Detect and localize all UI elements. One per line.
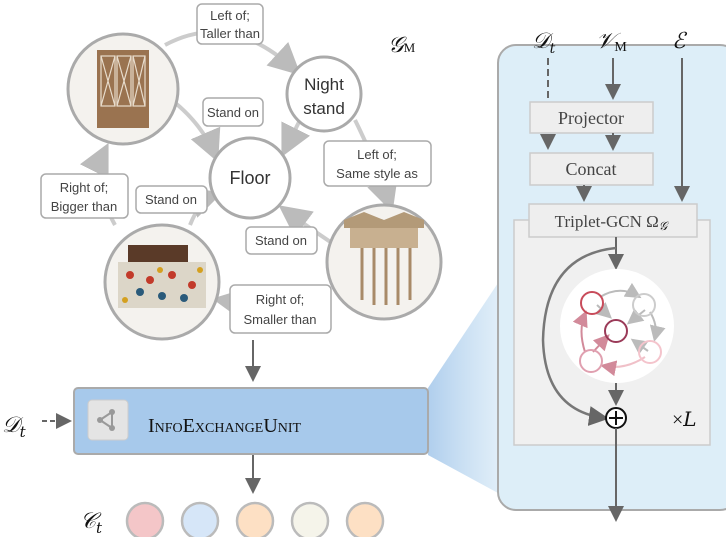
info-exchange-unit: [73, 387, 429, 455]
edge-text: Same style as: [336, 166, 418, 181]
edge-label: Left of; Taller than: [196, 3, 264, 45]
edge-label: Stand on: [202, 97, 264, 127]
output-node: [125, 501, 165, 537]
add-icon: [605, 407, 627, 429]
night-stand-node: Night stand: [285, 55, 363, 133]
output-node: [290, 501, 330, 537]
gcn-graph-bg: [560, 269, 674, 383]
projector-box: [529, 101, 654, 134]
input-vm-label: 𝒱M: [596, 29, 627, 55]
wardrobe-node: [66, 32, 180, 146]
triplet-gcn-box: [528, 203, 698, 238]
output-nodes: [125, 501, 385, 537]
edge-text: Bigger than: [51, 199, 118, 214]
repeat-label: ×L: [672, 407, 697, 431]
node-label: stand: [303, 99, 345, 118]
edge-text: Stand on: [207, 105, 259, 120]
edge-text: Stand on: [145, 192, 197, 207]
dt-label: 𝒟t: [2, 413, 27, 441]
edge-label: Stand on: [135, 185, 208, 214]
floor-node: Floor: [208, 136, 292, 220]
output-node: [235, 501, 275, 537]
gcn-graph-icon: [572, 282, 666, 377]
input-e-label: ℰ: [672, 29, 688, 54]
info-exchange-title: InfoExchangeUnit: [148, 415, 302, 437]
node-label: Night: [304, 75, 344, 94]
concat-label: Concat: [566, 159, 617, 179]
edge-text: Taller than: [200, 26, 260, 41]
edge-text: Left of;: [357, 147, 397, 162]
edge-text: Left of;: [210, 8, 250, 23]
output-node: [345, 501, 385, 537]
ct-label: 𝒞t: [80, 509, 103, 537]
input-dt-label: 𝒟t: [532, 29, 556, 57]
nightstand-photo: [344, 212, 424, 228]
output-node: [180, 501, 220, 537]
chip-share-icon: [87, 399, 129, 441]
edge-text: Smaller than: [244, 312, 317, 327]
edge-text: Right of;: [256, 292, 304, 307]
node-label: Floor: [229, 168, 270, 188]
edge-label: Right of; Bigger than: [40, 173, 129, 219]
edge-text: Stand on: [255, 233, 307, 248]
edge-label: Left of; Same style as: [323, 140, 432, 187]
triplet-gcn-label: Triplet-GCN Ω𝒢: [555, 212, 670, 233]
nightstand-node: [325, 203, 443, 321]
edge-label: Stand on: [245, 226, 318, 255]
projector-label: Projector: [558, 108, 624, 128]
graph-label: 𝒢M: [388, 33, 416, 58]
edge-text: Right of;: [60, 180, 108, 195]
edge-label: Right of; Smaller than: [229, 284, 332, 334]
bed-node: [103, 223, 221, 341]
concat-box: [529, 152, 654, 186]
